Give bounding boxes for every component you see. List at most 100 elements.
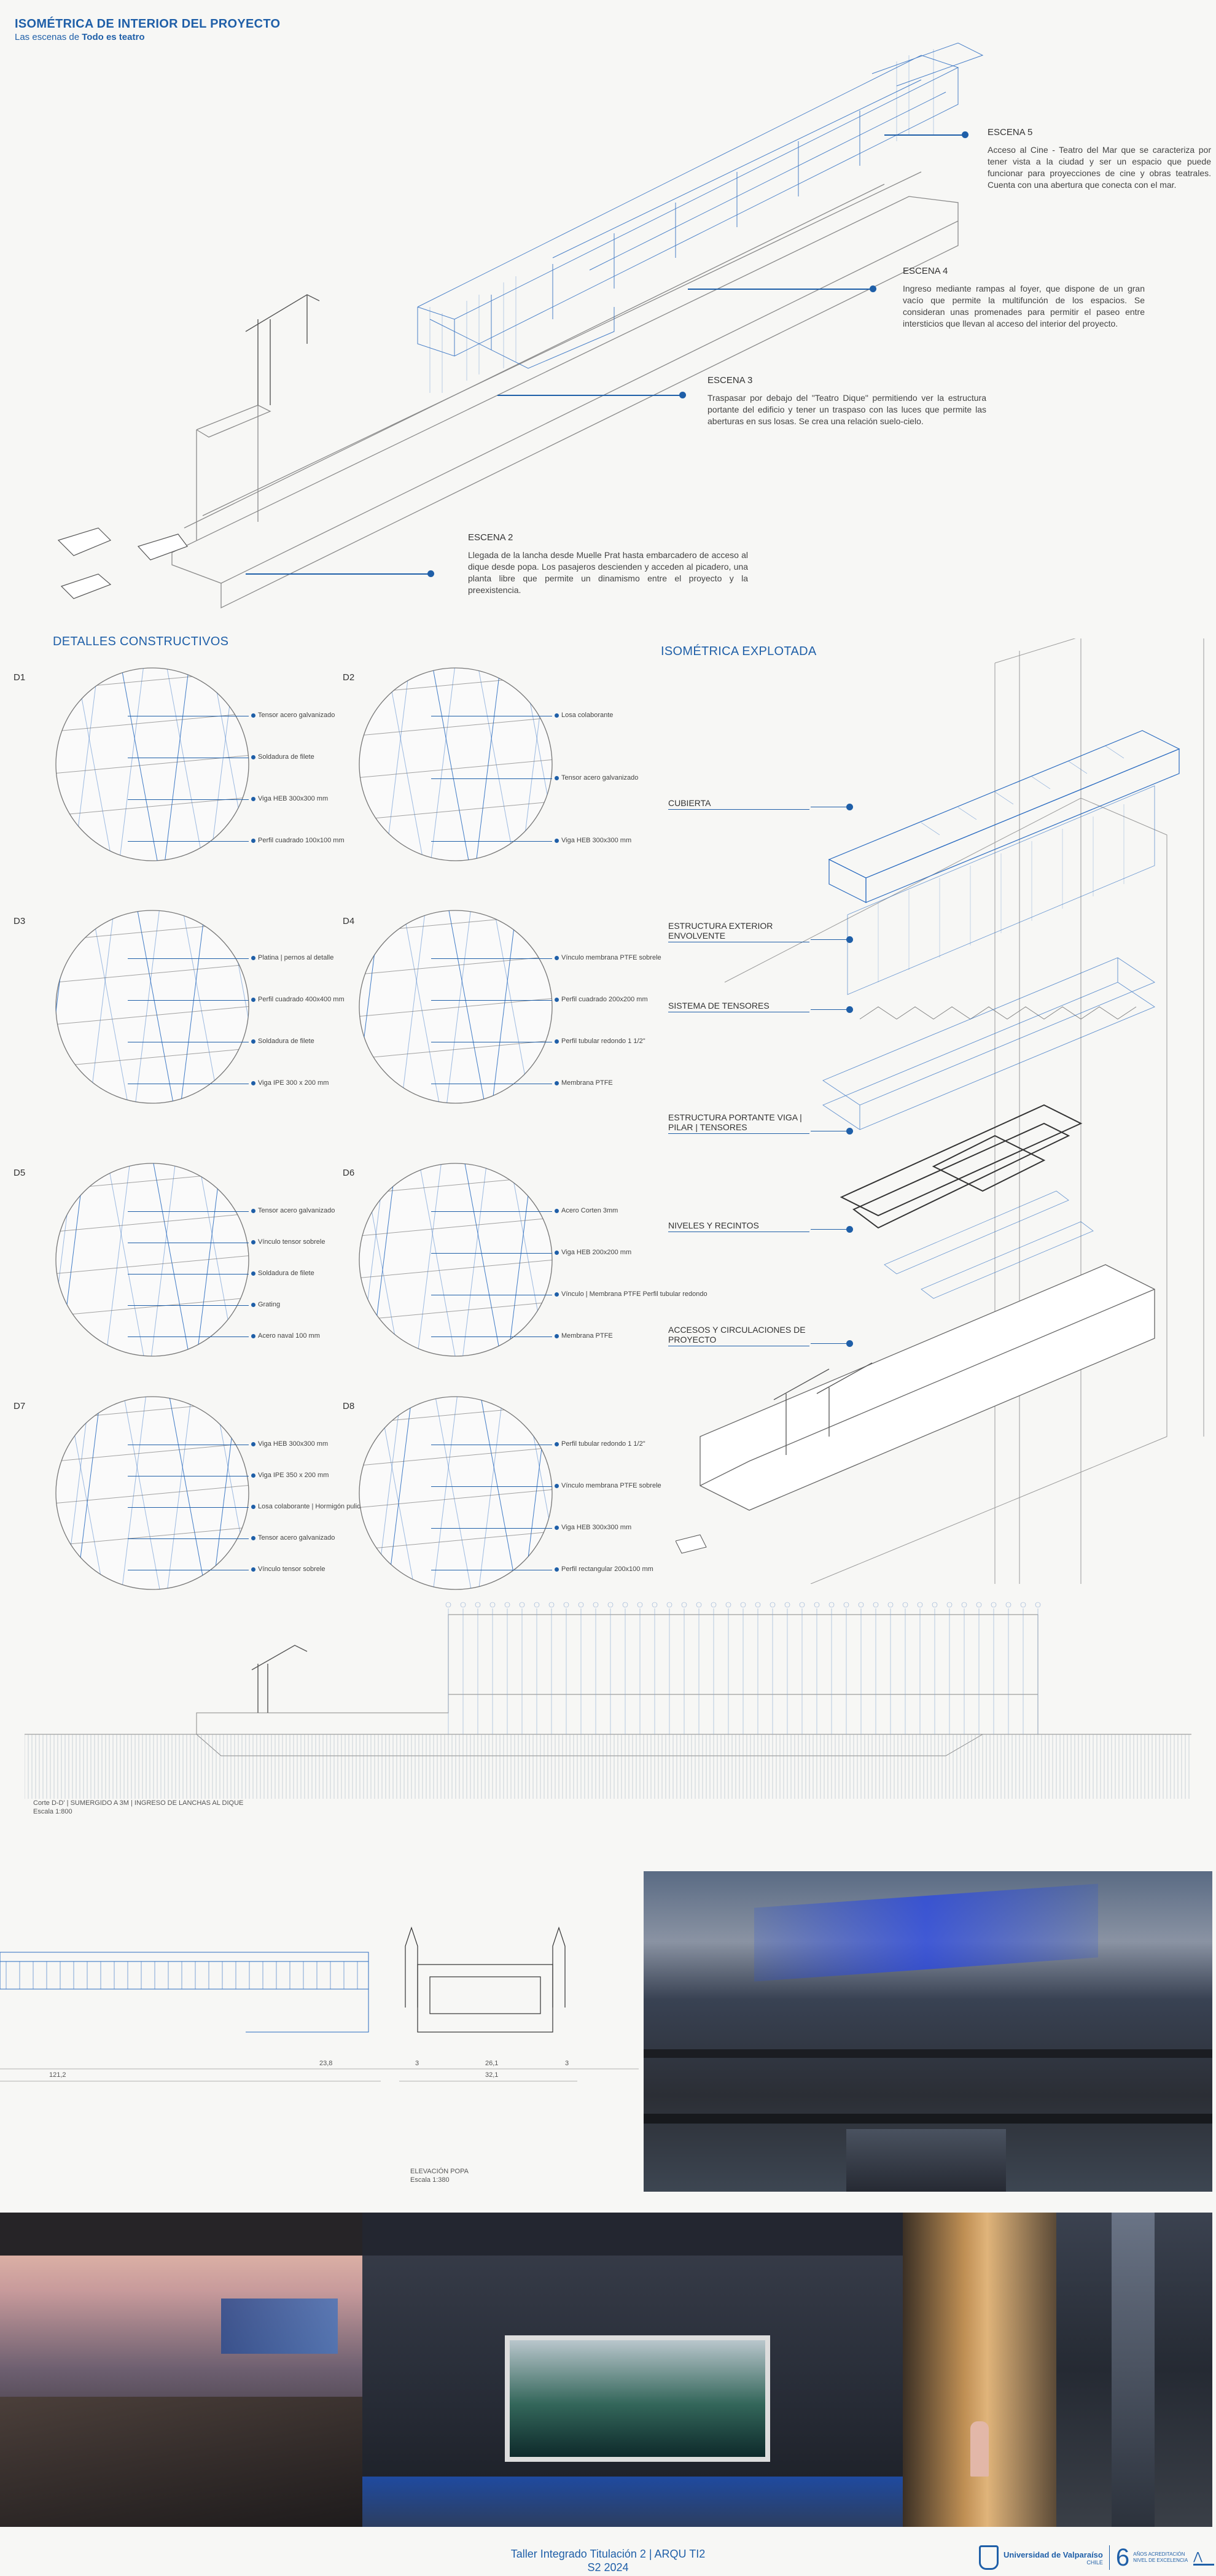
detail-callout: Tensor acero galvanizado bbox=[251, 1534, 335, 1542]
section-grid-bubble bbox=[858, 1602, 864, 1608]
detail-callout-text: Vínculo membrana PTFE sobrele bbox=[561, 1482, 661, 1489]
detail-label-d8: D8 bbox=[343, 1401, 355, 1411]
section-grid-bubble bbox=[696, 1602, 702, 1608]
corridor-render bbox=[903, 2213, 1056, 2527]
interior-render-foyer bbox=[644, 1871, 1212, 2192]
section-grid-bubble bbox=[1005, 1602, 1011, 1608]
detail-callout-leader bbox=[431, 1528, 552, 1529]
detail-callout-leader bbox=[128, 799, 249, 800]
uni-name: Universidad de Valparaíso bbox=[1004, 2550, 1103, 2559]
dim-right-3: 3 bbox=[565, 2060, 569, 2067]
page-title: ISOMÉTRICA DE INTERIOR DEL PROYECTO bbox=[15, 17, 281, 31]
scene4-leader bbox=[688, 289, 872, 290]
section-grid-bubble bbox=[961, 1602, 967, 1608]
detail-callout: Tensor acero galvanizado bbox=[251, 712, 335, 719]
section-grid-bubble bbox=[1020, 1602, 1026, 1608]
section-grid-bubble bbox=[932, 1602, 938, 1608]
detail-label-d3: D3 bbox=[14, 916, 26, 926]
detail-circle-d7 bbox=[55, 1396, 249, 1590]
detail-callout-text: Soldadura de filete bbox=[258, 753, 314, 761]
detail-callout-leader bbox=[431, 958, 552, 959]
callout-dot-icon bbox=[555, 838, 559, 843]
detail-callout-text: Perfil cuadrado 400x400 mm bbox=[258, 996, 345, 1003]
exploded-leader bbox=[811, 1343, 848, 1344]
section-grid-bubble bbox=[637, 1602, 643, 1608]
callout-dot-icon bbox=[251, 1039, 255, 1044]
detail-callout: Tensor acero galvanizado bbox=[555, 774, 638, 782]
callout-dot-icon bbox=[251, 713, 255, 718]
scene-5-text: Acceso al Cine - Teatro del Mar que se c… bbox=[988, 145, 1211, 190]
section-grid-bubble bbox=[681, 1602, 687, 1608]
callout-dot-icon bbox=[251, 1535, 255, 1540]
detail-label-d5: D5 bbox=[14, 1168, 26, 1178]
scene-2: ESCENA 2 Llegada de la lancha desde Muel… bbox=[468, 532, 748, 596]
section-grid-bubble bbox=[799, 1602, 805, 1608]
scene2-leader-dot bbox=[427, 570, 434, 577]
detail-callout-leader bbox=[128, 1336, 249, 1337]
detail-callout: Soldadura de filete bbox=[251, 1270, 314, 1277]
exploded-title: ISOMÉTRICA EXPLOTADA bbox=[661, 645, 817, 658]
detail-callout-leader bbox=[128, 1507, 249, 1508]
detail-callout: Soldadura de filete bbox=[251, 1038, 314, 1045]
theatre-render bbox=[362, 2213, 903, 2527]
detail-callout-text: Perfil tubular redondo 1 1/2" bbox=[561, 1038, 645, 1045]
detail-callout-leader bbox=[431, 1000, 552, 1001]
section-grid-bubble bbox=[548, 1602, 555, 1608]
section-grid-bubble bbox=[607, 1602, 614, 1608]
callout-dot-icon bbox=[251, 1271, 255, 1276]
exploded-leader bbox=[811, 939, 848, 940]
detail-label-d1: D1 bbox=[14, 672, 26, 683]
detail-callout-leader bbox=[128, 1211, 249, 1212]
section-caption: Corte D-D' | SUMERGIDO A 3M | INGRESO DE… bbox=[33, 1799, 243, 1816]
detail-callout-text: Platina | pernos al detalle bbox=[258, 954, 334, 961]
exploded-leader-dot bbox=[846, 936, 853, 943]
detail-callout: Acero naval 100 mm bbox=[251, 1332, 320, 1340]
detail-callout: Acero Corten 3mm bbox=[555, 1207, 618, 1214]
callout-dot-icon bbox=[555, 1080, 559, 1085]
scene-5: ESCENA 5 Acceso al Cine - Teatro del Mar… bbox=[988, 126, 1211, 191]
detail-callout-text: Viga IPE 300 x 200 mm bbox=[258, 1079, 329, 1087]
section-grid-bubble bbox=[593, 1602, 599, 1608]
exploded-label: SISTEMA DE TENSORES bbox=[668, 1001, 809, 1012]
detail-callout-text: Vínculo tensor sobrele bbox=[258, 1238, 325, 1246]
detail-callout: Grating bbox=[251, 1301, 280, 1308]
detail-callout: Membrana PTFE bbox=[555, 1079, 613, 1087]
callout-dot-icon bbox=[555, 997, 559, 1002]
detail-circle-d3 bbox=[55, 910, 249, 1104]
detail-callout-text: Acero naval 100 mm bbox=[258, 1332, 320, 1340]
callout-dot-icon bbox=[251, 796, 255, 801]
scene3-leader-dot bbox=[679, 392, 686, 398]
detail-callout-text: Viga HEB 300x300 mm bbox=[561, 837, 632, 844]
callout-dot-icon bbox=[251, 997, 255, 1002]
detail-callout-leader bbox=[431, 841, 552, 842]
detail-callout-text: Viga HEB 200x200 mm bbox=[561, 1249, 632, 1256]
section-grid-bubble bbox=[784, 1602, 790, 1608]
scene-4-text: Ingreso mediante rampas al foyer, que di… bbox=[903, 284, 1145, 328]
scene-5-title: ESCENA 5 bbox=[988, 127, 1033, 138]
section-grid-bubble bbox=[873, 1602, 879, 1608]
detail-circle-d4 bbox=[359, 910, 553, 1104]
section-grid-bubble bbox=[445, 1602, 451, 1608]
exploded-label: ACCESOS Y CIRCULACIONES DE PROYECTO bbox=[668, 1325, 809, 1346]
section-grid-bubble bbox=[828, 1602, 835, 1608]
section-grid-bubble bbox=[755, 1602, 761, 1608]
interior-isometric-drawing bbox=[57, 42, 984, 609]
detail-callout: Viga HEB 300x300 mm bbox=[251, 795, 328, 802]
section-grid-bubble bbox=[1035, 1602, 1041, 1608]
detail-callout-text: Perfil tubular redondo 1 1/2" bbox=[561, 1440, 645, 1448]
callout-dot-icon bbox=[251, 955, 255, 960]
detail-callout: Perfil tubular redondo 1 1/2" bbox=[555, 1440, 645, 1448]
section-grid-bubble bbox=[711, 1602, 717, 1608]
exploded-leader-dot bbox=[846, 1226, 853, 1233]
detail-callout: Viga HEB 300x300 mm bbox=[555, 1524, 631, 1531]
exploded-leader-dot bbox=[846, 1128, 853, 1135]
detail-callout-text: Soldadura de filete bbox=[258, 1270, 314, 1277]
detail-callout: Perfil tubular redondo 1 1/2" bbox=[555, 1038, 645, 1045]
detail-callout: Viga IPE 300 x 200 mm bbox=[251, 1079, 329, 1087]
scene-4: ESCENA 4 Ingreso mediante rampas al foye… bbox=[903, 265, 1145, 330]
detail-callout: Viga HEB 200x200 mm bbox=[555, 1249, 631, 1256]
section-grid-bubble bbox=[475, 1602, 481, 1608]
scene-3: ESCENA 3 Traspasar por debajo del "Teatr… bbox=[707, 374, 986, 427]
scene2-leader bbox=[246, 573, 430, 575]
callout-dot-icon bbox=[555, 1292, 559, 1297]
